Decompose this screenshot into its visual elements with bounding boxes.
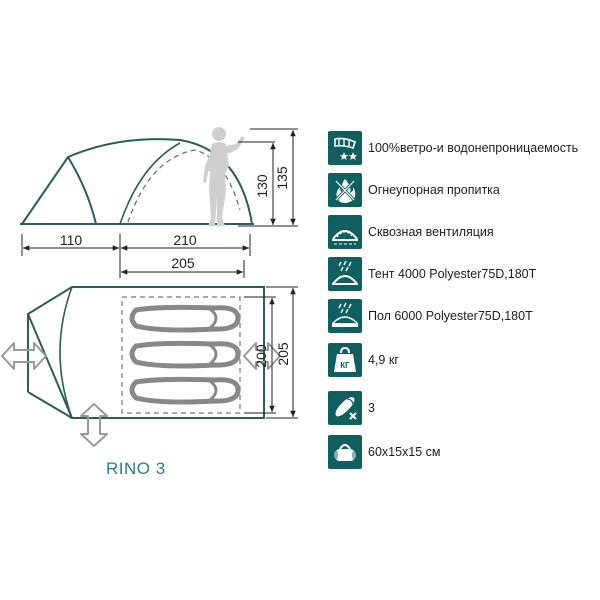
sleeping-bag-icon (328, 391, 362, 425)
feature-label: 60x15x15 см (368, 445, 441, 459)
wind-water-icon (328, 131, 362, 165)
feature-label: 3 (368, 401, 375, 415)
sleeping-bags (129, 304, 241, 405)
feature-packed-size: 60x15x15 см (328, 434, 598, 470)
fire-retardant-icon (328, 173, 362, 207)
width-dimensions: 200 205 (244, 286, 298, 419)
tent-diagram: 130 135 110 210 205 (1, 127, 298, 478)
feature-fire-retardant: Огнеупорная пропитка (328, 172, 598, 208)
feature-label: 100%ветро-и водонепроницаемость (368, 141, 579, 155)
feature-tent-fabric: Тент 4000 Polyester75D,180T (328, 256, 598, 292)
feature-wind-water: 100%ветро-и водонепроницаемость (328, 130, 598, 166)
feature-weight: КГ 4,9 кг (328, 342, 598, 378)
product-name: RINO 3 (106, 459, 166, 478)
bottom-entrance-arrow-icon (80, 403, 108, 447)
person-silhouette-icon (203, 127, 245, 226)
ventilation-icon (328, 215, 362, 249)
feature-label: Огнеупорная пропитка (368, 183, 500, 197)
sleeping-bag-2 (129, 340, 241, 369)
feature-label: Тент 4000 Polyester75D,180T (368, 267, 537, 281)
height-inner-label: 130 (254, 174, 270, 198)
sleeping-bag-1 (129, 304, 241, 333)
feature-label: Пол 6000 Polyester75D,180T (368, 309, 533, 323)
entrance-arrows (1, 342, 281, 447)
weight-icon: КГ (328, 343, 362, 377)
feature-ventilation: Сквозная вентиляция (328, 214, 598, 250)
sleeping-bag-3 (129, 376, 241, 405)
rain-tent-icon (328, 257, 362, 291)
outer-width-label: 205 (275, 342, 291, 366)
feature-label: 4,9 кг (368, 353, 399, 367)
height-dimensions: 130 135 (238, 128, 298, 227)
feature-capacity: 3 (328, 390, 598, 426)
bag-icon (328, 435, 362, 469)
floor-width-label: 200 (253, 344, 269, 368)
inner-length-top-label: 210 (173, 232, 197, 248)
side-entrance-arrow-icon (1, 342, 47, 370)
feature-floor-fabric: Пол 6000 Polyester75D,180T (328, 298, 598, 334)
feature-label: Сквозная вентиляция (368, 225, 494, 239)
front-entrance-arrow-icon (243, 342, 281, 370)
height-outer-label: 135 (274, 166, 290, 190)
length-dimensions: 110 210 205 (21, 232, 251, 278)
inner-length-bottom-label: 205 (171, 255, 195, 271)
vestibule-length-label: 110 (60, 232, 83, 248)
rain-floor-icon (328, 299, 362, 333)
weight-icon-label: КГ (340, 361, 350, 370)
